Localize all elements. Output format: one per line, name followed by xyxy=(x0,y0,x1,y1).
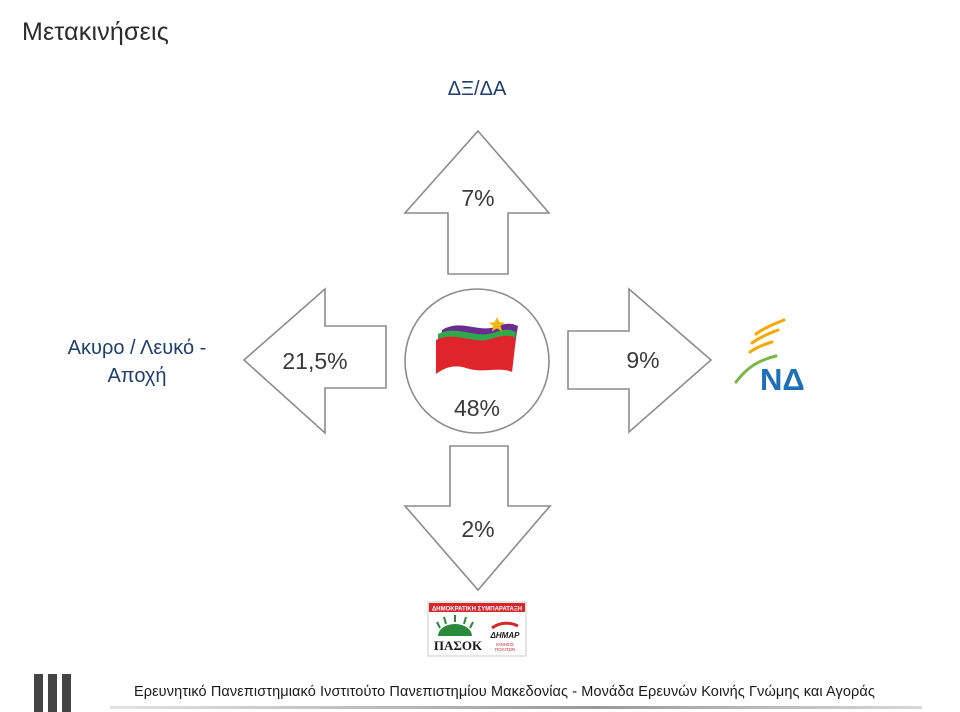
pasok-sun-icon xyxy=(436,615,474,636)
arrow-left-value: 21,5% xyxy=(282,348,347,374)
target-label-void-blank-abstain: Ακυρο / Λευκό - Αποχή xyxy=(52,334,222,390)
arrow-down-value: 2% xyxy=(461,516,494,542)
arrow-up-value: 7% xyxy=(461,185,494,211)
arrow-up xyxy=(403,129,551,275)
nd-logo-text: ΝΔ xyxy=(760,362,805,397)
dimar-kinisi-line-1: ΚΙΝΗΣΙΣ xyxy=(496,642,514,647)
pasok-logo-text: ΠΑΣΟΚ xyxy=(434,638,483,653)
arrow-left xyxy=(242,287,387,435)
dimar-kinisi-line-2: ΠΟΛΙΤΩΝ xyxy=(495,647,515,652)
arrow-right xyxy=(567,287,713,434)
pasok-logo-banner: ΔΗΜΟΚΡΑΤΙΚΗ ΣΥΜΠΑΡΑΤΑΞΗ xyxy=(432,607,522,613)
arrow-down xyxy=(403,445,552,592)
nd-logo: ΝΔ xyxy=(734,318,805,397)
dimar-logo-text: ΔΗΜΑΡ xyxy=(490,631,521,640)
arrow-right-value: 9% xyxy=(626,347,659,373)
dimar-swoosh-icon xyxy=(491,621,519,630)
footer-divider xyxy=(110,706,922,709)
syriza-flag-icon xyxy=(436,317,518,374)
target-label-dxda: ΔΞ/ΔΑ xyxy=(447,78,507,100)
pasok-dimar-logo: ΔΗΜΟΚΡΑΤΙΚΗ ΣΥΜΠΑΡΑΤΑΞΗ ΠΑΣΟΚ ΔΗΜΑΡ ΚΙΝΗ… xyxy=(427,601,527,657)
target-label-line-2: Αποχή xyxy=(107,365,167,387)
footer-text: Ερευνητικό Πανεπιστημιακό Ινστιτούτο Παν… xyxy=(134,684,875,700)
target-label-line-1: Ακυρο / Λευκό - xyxy=(67,337,207,359)
center-value: 48% xyxy=(454,395,500,421)
page-title: Μετακινήσεις xyxy=(22,18,169,46)
